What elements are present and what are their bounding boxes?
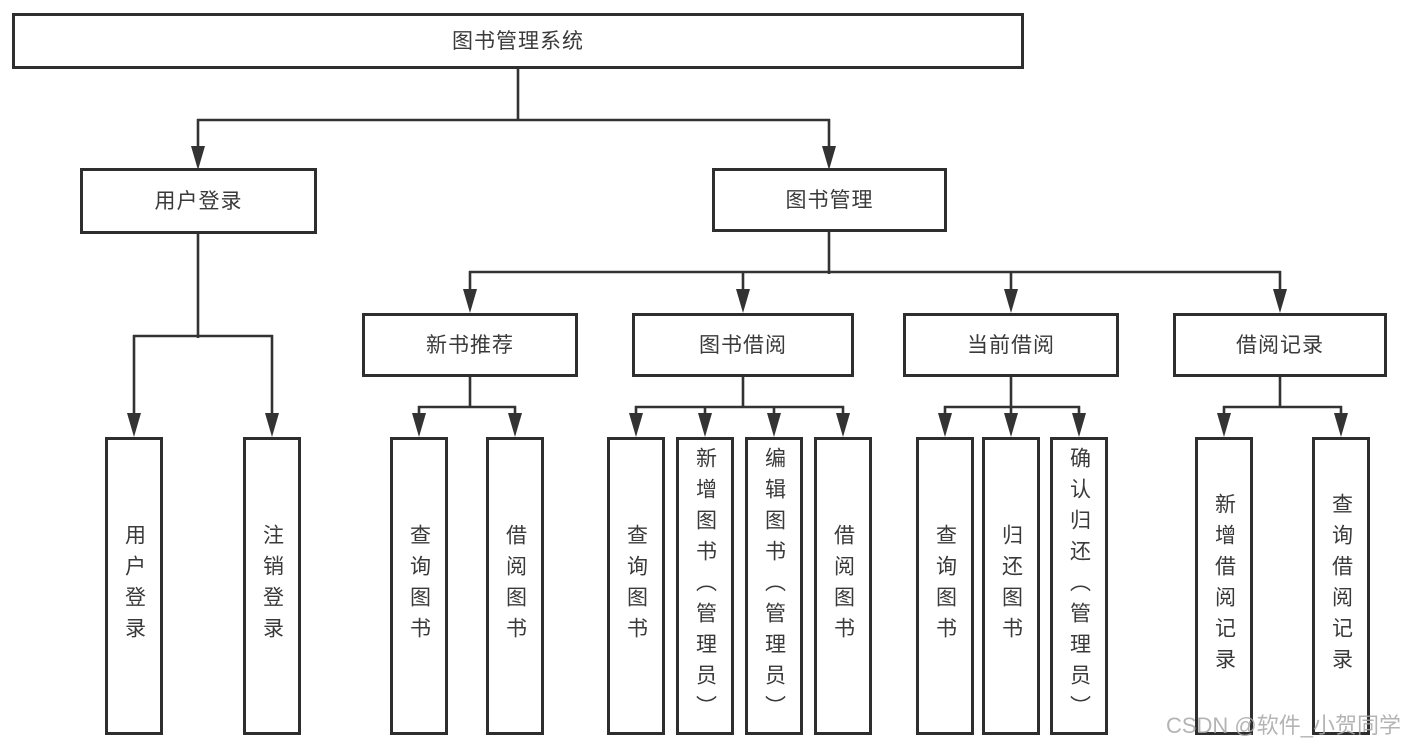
leaf-logout: 注销登录 — [243, 437, 301, 735]
node-book-management: 图书管理 — [712, 168, 947, 232]
leaf-return-book: 归还图书 — [982, 437, 1040, 735]
leaf-query-borrow-record: 查询借阅记录 — [1312, 437, 1370, 735]
leaf-borrow-books-recommend: 借阅图书 — [486, 437, 544, 735]
node-new-book-recommend: 新书推荐 — [362, 313, 578, 377]
leaf-label: 确认归还（管理员） — [1067, 446, 1091, 726]
node-label: 借阅记录 — [1236, 333, 1324, 357]
leaf-label: 归还图书 — [999, 524, 1023, 648]
node-user-login: 用户登录 — [80, 168, 317, 234]
leaf-label: 借阅图书 — [503, 524, 527, 648]
leaf-label: 查询图书 — [407, 524, 431, 648]
leaf-confirm-return-admin: 确认归还（管理员） — [1050, 437, 1108, 735]
node-borrowing-records: 借阅记录 — [1173, 313, 1387, 377]
leaf-label: 查询图书 — [933, 524, 957, 648]
leaf-add-book-admin: 新增图书（管理员） — [676, 437, 734, 735]
leaf-query-books-recommend: 查询图书 — [390, 437, 448, 735]
leaf-label: 查询借阅记录 — [1329, 493, 1353, 679]
node-label: 图书管理系统 — [452, 29, 584, 53]
leaf-label: 查询图书 — [624, 524, 648, 648]
leaf-edit-book-admin: 编辑图书（管理员） — [745, 437, 803, 735]
leaf-label: 借阅图书 — [831, 524, 855, 648]
node-label: 当前借阅 — [967, 333, 1055, 357]
node-label: 图书借阅 — [699, 333, 787, 357]
leaf-query-books-current: 查询图书 — [916, 437, 974, 735]
leaf-user-login: 用户登录 — [105, 437, 163, 735]
node-current-borrowing: 当前借阅 — [903, 313, 1119, 377]
leaf-label: 编辑图书（管理员） — [762, 446, 786, 726]
leaf-add-borrow-record: 新增借阅记录 — [1195, 437, 1253, 735]
watermark: CSDN @软件_小贺同学 — [1165, 713, 1401, 738]
node-label: 新书推荐 — [426, 333, 514, 357]
leaf-label: 用户登录 — [122, 524, 146, 648]
node-library-management-system: 图书管理系统 — [12, 13, 1024, 69]
leaf-query-books-borrowing: 查询图书 — [607, 437, 665, 735]
node-label: 用户登录 — [154, 189, 243, 213]
leaf-label: 注销登录 — [260, 524, 284, 648]
node-label: 图书管理 — [785, 188, 874, 212]
leaf-label: 新增借阅记录 — [1212, 493, 1236, 679]
leaf-label: 新增图书（管理员） — [693, 446, 717, 726]
node-book-borrowing: 图书借阅 — [632, 313, 854, 377]
leaf-borrow-books-borrowing: 借阅图书 — [814, 437, 872, 735]
